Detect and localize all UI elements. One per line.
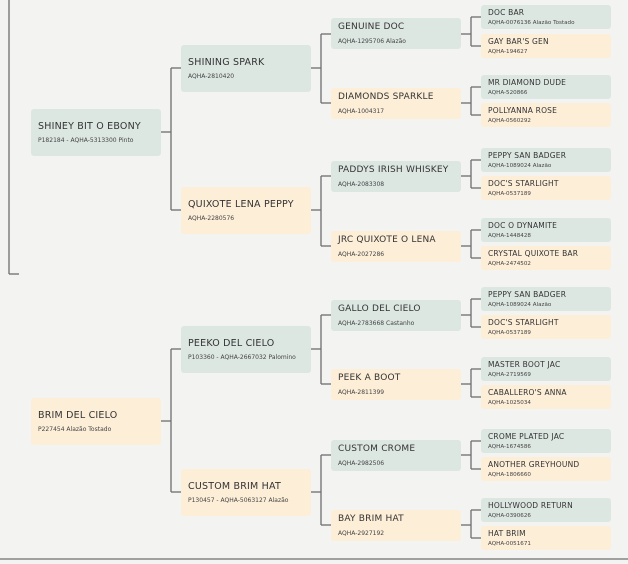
- horse-registration: AQHA-520866: [488, 89, 528, 96]
- horse-registration: AQHA-194627: [488, 48, 528, 55]
- horse-card-master-boot-jac[interactable]: MASTER BOOT JAC AQHA-2719569: [481, 357, 611, 381]
- horse-card-brim-del-cielo[interactable]: BRIM DEL CIELO P227454 Alazão Tostado: [31, 398, 161, 445]
- horse-card-hollywood-return[interactable]: HOLLYWOOD RETURN AQHA-0390626: [481, 498, 611, 522]
- horse-registration: AQHA-2810420: [188, 73, 235, 80]
- horse-registration: AQHA-2280576: [188, 215, 235, 222]
- horse-registration: AQHA-0051671: [488, 540, 531, 547]
- horse-name: BRIM DEL CIELO: [38, 410, 118, 421]
- horse-name: DOC'S STARLIGHT: [488, 317, 559, 327]
- horse-registration: AQHA-1089024 Alazão: [488, 301, 552, 308]
- horse-registration: AQHA-1806660: [488, 471, 531, 478]
- horse-name: CABALLERO'S ANNA: [488, 387, 567, 397]
- horse-name: PEEK A BOOT: [338, 373, 401, 383]
- horse-registration: AQHA-2927192: [338, 530, 385, 537]
- horse-name: PADDYS IRISH WHISKEY: [338, 165, 449, 175]
- horse-registration: AQHA-0390626: [488, 512, 531, 519]
- horse-registration: AQHA-2027286: [338, 251, 385, 258]
- horse-name: CUSTOM CROME: [338, 444, 416, 454]
- horse-card-another-greyhound[interactable]: ANOTHER GREYHOUND AQHA-1806660: [481, 457, 611, 481]
- horse-name: SHINING SPARK: [188, 57, 265, 68]
- horse-registration: P103360 - AQHA-2667032 Palomino: [188, 354, 296, 361]
- horse-registration: AQHA-0076136 Alazão Tostado: [488, 19, 575, 26]
- horse-card-crystal-quixote-bar[interactable]: CRYSTAL QUIXOTE BAR AQHA-2474502: [481, 246, 611, 270]
- horse-registration: AQHA-0537189: [488, 329, 531, 336]
- horse-registration: P227454 Alazão Tostado: [38, 426, 112, 433]
- horse-card-gallo-del-cielo[interactable]: GALLO DEL CIELO AQHA-2783668 Castanho: [331, 300, 461, 331]
- horse-registration: AQHA-2811399: [338, 389, 385, 396]
- horse-name: JRC QUIXOTE O LENA: [338, 235, 436, 245]
- horse-name: DOC'S STARLIGHT: [488, 178, 559, 188]
- horse-card-custom-brim-hat[interactable]: CUSTOM BRIM HAT P130457 - AQHA-5063127 A…: [181, 469, 311, 516]
- horse-registration: AQHA-2783668 Castanho: [338, 320, 415, 327]
- horse-card-paddys-irish-whiskey[interactable]: PADDYS IRISH WHISKEY AQHA-2083308: [331, 161, 461, 192]
- horse-name: DOC BAR: [488, 7, 525, 17]
- horse-registration: AQHA-0560292: [488, 117, 531, 124]
- horse-card-doc-bar[interactable]: DOC BAR AQHA-0076136 Alazão Tostado: [481, 5, 611, 29]
- horse-card-crome-plated-jac[interactable]: CROME PLATED JAC AQHA-1674586: [481, 429, 611, 453]
- horse-name: POLLYANNA ROSE: [488, 105, 558, 115]
- horse-card-docs-starlight[interactable]: DOC'S STARLIGHT AQHA-0537189: [481, 176, 611, 200]
- horse-name: DOC O DYNAMITE: [488, 220, 558, 230]
- horse-registration: AQHA-1674586: [488, 443, 531, 450]
- horse-card-shining-spark[interactable]: SHINING SPARK AQHA-2810420: [181, 45, 311, 92]
- horse-registration: AQHA-0537189: [488, 190, 531, 197]
- horse-card-caballeros-anna[interactable]: CABALLERO'S ANNA AQHA-1025034: [481, 385, 611, 409]
- horse-card-docs-starlight[interactable]: DOC'S STARLIGHT AQHA-0537189: [481, 315, 611, 339]
- horse-card-shiney-bit-o-ebony[interactable]: SHINEY BIT O EBONY P182184 - AQHA-531330…: [31, 109, 161, 156]
- horse-registration: AQHA-1004317: [338, 108, 385, 115]
- horse-registration: AQHA-1089024 Alazão: [488, 162, 552, 169]
- horse-name: PEPPY SAN BADGER: [488, 150, 567, 160]
- horse-name: QUIXOTE LENA PEPPY: [188, 199, 294, 210]
- horse-card-peek-a-boot[interactable]: PEEK A BOOT AQHA-2811399: [331, 369, 461, 400]
- horse-card-pollyanna-rose[interactable]: POLLYANNA ROSE AQHA-0560292: [481, 103, 611, 127]
- horse-card-mr-diamond-dude[interactable]: MR DIAMOND DUDE AQHA-520866: [481, 75, 611, 99]
- horse-card-diamonds-sparkle[interactable]: DIAMONDS SPARKLE AQHA-1004317: [331, 88, 461, 119]
- horse-registration: P182184 - AQHA-5313300 Pinto: [38, 137, 134, 144]
- horse-name: CRYSTAL QUIXOTE BAR: [488, 248, 579, 258]
- horse-registration: AQHA-1448428: [488, 232, 531, 239]
- horse-card-gay-bars-gen[interactable]: GAY BAR'S GEN AQHA-194627: [481, 34, 611, 58]
- horse-card-peppy-san-badger[interactable]: PEPPY SAN BADGER AQHA-1089024 Alazão: [481, 148, 611, 172]
- horse-card-doc-o-dynamite[interactable]: DOC O DYNAMITE AQHA-1448428: [481, 218, 611, 242]
- horse-name: HOLLYWOOD RETURN: [488, 500, 573, 510]
- horse-name: MASTER BOOT JAC: [488, 359, 561, 369]
- horse-card-custom-crome[interactable]: CUSTOM CROME AQHA-2982506: [331, 440, 461, 471]
- horse-registration: AQHA-2719569: [488, 371, 531, 378]
- horse-name: PEEKO DEL CIELO: [188, 338, 275, 349]
- horse-card-genuine-doc[interactable]: GENUINE DOC AQHA-1295706 Alazão: [331, 18, 461, 49]
- horse-card-peeko-del-cielo[interactable]: PEEKO DEL CIELO P103360 - AQHA-2667032 P…: [181, 326, 311, 373]
- horse-card-bay-brim-hat[interactable]: BAY BRIM HAT AQHA-2927192: [331, 510, 461, 541]
- horse-name: MR DIAMOND DUDE: [488, 77, 567, 87]
- horse-card-hat-brim[interactable]: HAT BRIM AQHA-0051671: [481, 526, 611, 550]
- horse-card-peppy-san-badger[interactable]: PEPPY SAN BADGER AQHA-1089024 Alazão: [481, 287, 611, 311]
- horse-name: SHINEY BIT O EBONY: [38, 121, 141, 132]
- horse-name: ANOTHER GREYHOUND: [488, 459, 580, 469]
- horse-name: GAY BAR'S GEN: [488, 36, 549, 46]
- horse-card-quixote-lena-peppy[interactable]: QUIXOTE LENA PEPPY AQHA-2280576: [181, 187, 311, 234]
- horse-name: CUSTOM BRIM HAT: [188, 481, 281, 492]
- horse-name: GENUINE DOC: [338, 22, 405, 32]
- horse-registration: AQHA-1025034: [488, 399, 531, 406]
- horse-name: GALLO DEL CIELO: [338, 304, 421, 314]
- horse-registration: AQHA-2083308: [338, 181, 385, 188]
- horse-registration: AQHA-2474502: [488, 260, 531, 267]
- horse-registration: P130457 - AQHA-5063127 Alazão: [188, 497, 289, 504]
- horse-registration: AQHA-1295706 Alazão: [338, 38, 406, 45]
- horse-registration: AQHA-2982506: [338, 460, 385, 467]
- horse-name: DIAMONDS SPARKLE: [338, 92, 434, 102]
- horse-name: CROME PLATED JAC: [488, 431, 565, 441]
- horse-name: HAT BRIM: [488, 528, 526, 538]
- horse-card-jrc-quixote-o-lena[interactable]: JRC QUIXOTE O LENA AQHA-2027286: [331, 231, 461, 262]
- horse-name: BAY BRIM HAT: [338, 514, 404, 524]
- horse-name: PEPPY SAN BADGER: [488, 289, 567, 299]
